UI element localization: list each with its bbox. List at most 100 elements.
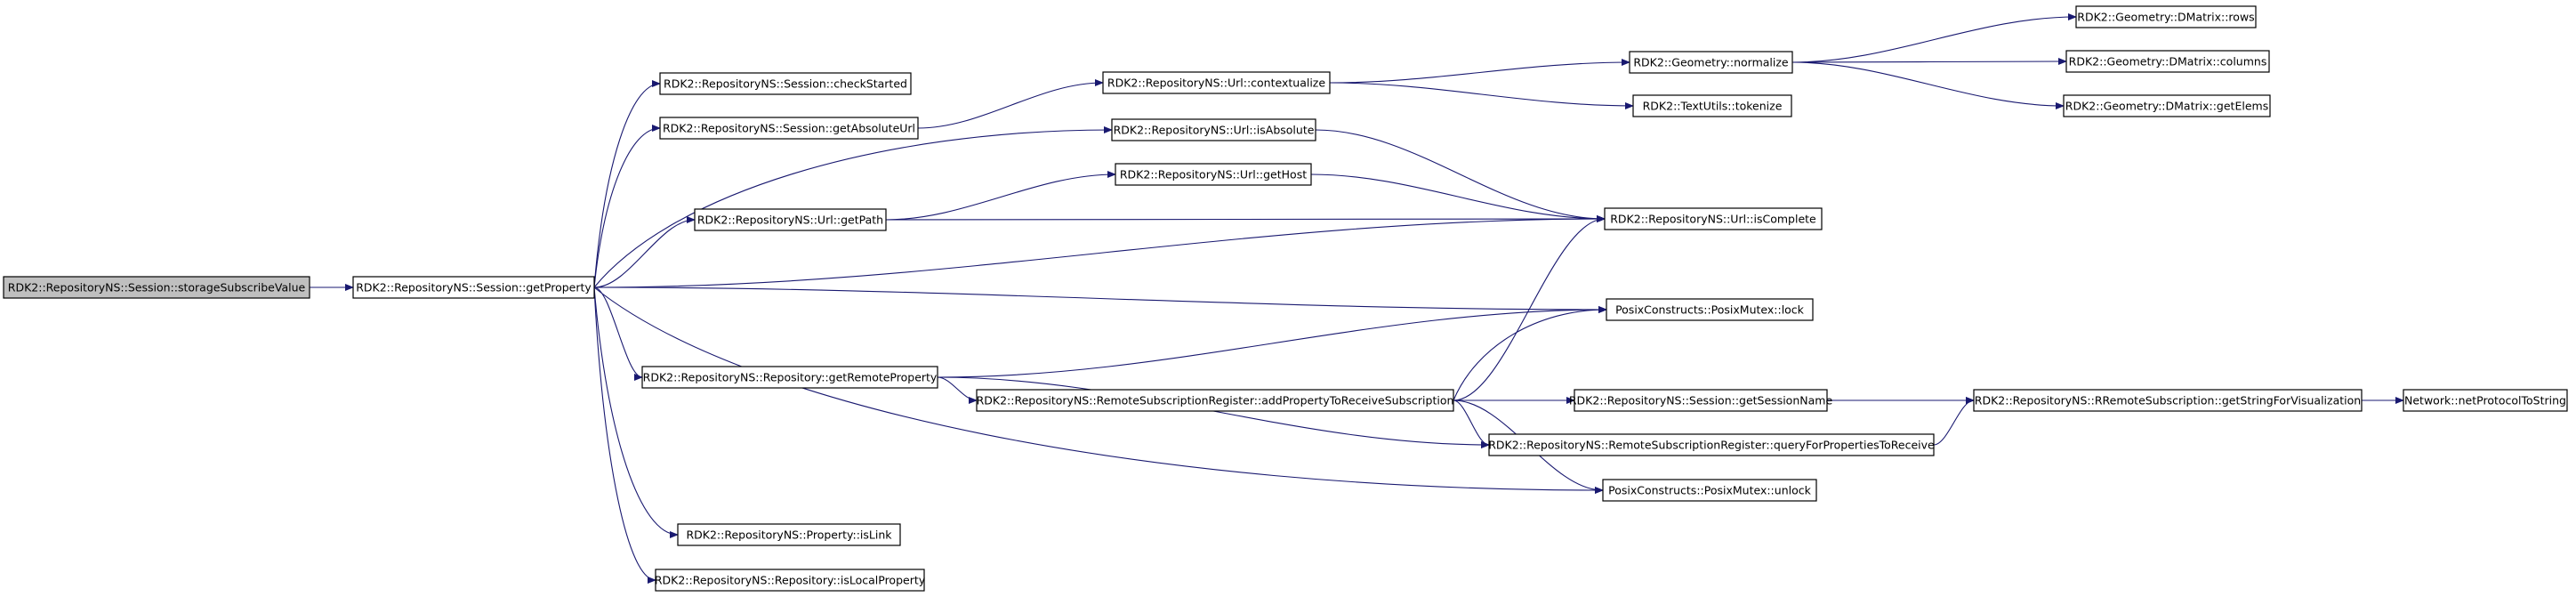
node-box xyxy=(1632,94,1792,117)
node-n4[interactable]: RDK2::RepositoryNS::Url::getPath xyxy=(694,208,887,231)
node-n6[interactable]: RDK2::RepositoryNS::Property::isLink xyxy=(677,523,901,546)
node-n2[interactable]: RDK2::RepositoryNS::Session::checkStarte… xyxy=(659,72,912,95)
node-box xyxy=(1574,389,1828,412)
node-label: RDK2::RepositoryNS::Session::getProperty xyxy=(356,281,592,294)
node-box xyxy=(352,276,595,299)
node-n7[interactable]: RDK2::RepositoryNS::Repository::isLocalP… xyxy=(655,569,926,592)
node-n17[interactable]: RDK2::RepositoryNS::RemoteSubscriptionRe… xyxy=(1488,433,1935,456)
edge-n1-to-n3 xyxy=(593,125,661,288)
edge-n3-to-n8 xyxy=(917,79,1104,129)
edge-n11-to-n14 xyxy=(1453,215,1606,401)
node-box xyxy=(3,276,310,299)
node-n9[interactable]: RDK2::RepositoryNS::Url::isAbsolute xyxy=(1111,118,1316,141)
node-n13[interactable]: RDK2::TextUtils::tokenize xyxy=(1632,94,1792,117)
node-label: RDK2::RepositoryNS::RRemoteSubscription:… xyxy=(1975,394,2361,407)
edge-n10-to-n14 xyxy=(1310,173,1606,222)
node-label: RDK2::RepositoryNS::RemoteSubscriptionRe… xyxy=(1488,439,1935,452)
node-n20[interactable]: RDK2::Geometry::DMatrix::columns xyxy=(2065,50,2270,73)
node-label: RDK2::RepositoryNS::Property::isLink xyxy=(686,528,892,542)
node-box xyxy=(1488,433,1935,456)
node-box xyxy=(659,117,919,140)
node-label: RDK2::RepositoryNS::Repository::isLocalP… xyxy=(655,574,926,587)
edge-n1-to-n4 xyxy=(593,216,696,288)
node-n19[interactable]: RDK2::Geometry::DMatrix::rows xyxy=(2075,5,2257,28)
node-n23[interactable]: Network::netProtocolToString xyxy=(2403,389,2568,412)
nodes-layer: RDK2::RepositoryNS::Session::storageSubs… xyxy=(3,5,2568,592)
edge-n1-to-n5 xyxy=(593,286,643,381)
node-label: PosixConstructs::PosixMutex::lock xyxy=(1615,303,1805,317)
node-label: RDK2::RepositoryNS::RemoteSubscriptionRe… xyxy=(977,394,1454,407)
edge-n4-to-n14 xyxy=(885,215,1606,223)
edges-layer xyxy=(310,13,2404,584)
edge-n4-to-n10 xyxy=(885,171,1116,221)
node-label: RDK2::RepositoryNS::Url::getPath xyxy=(697,214,883,227)
node-label: RDK2::TextUtils::tokenize xyxy=(1643,100,1783,113)
node-n10[interactable]: RDK2::RepositoryNS::Url::getHost xyxy=(1115,163,1312,186)
edge-n1-to-n2 xyxy=(593,80,661,288)
node-label: RDK2::RepositoryNS::Url::isComplete xyxy=(1610,213,1816,226)
node-n15[interactable]: PosixConstructs::PosixMutex::lock xyxy=(1606,298,1814,321)
node-label: RDK2::RepositoryNS::Session::getAbsolute… xyxy=(663,122,915,135)
node-n5[interactable]: RDK2::RepositoryNS::Repository::getRemot… xyxy=(641,366,938,389)
node-label: RDK2::RepositoryNS::Url::isAbsolute xyxy=(1114,124,1315,137)
node-box xyxy=(2065,50,2270,73)
node-box xyxy=(1973,389,2363,412)
node-box xyxy=(1102,71,1331,94)
edge-n1-to-n7 xyxy=(593,286,656,584)
node-label: RDK2::RepositoryNS::Session::storageSubs… xyxy=(8,281,306,294)
edge-n1-to-n9 xyxy=(593,126,1113,288)
node-n1[interactable]: RDK2::RepositoryNS::Session::getProperty xyxy=(352,276,595,299)
node-n14[interactable]: RDK2::RepositoryNS::Url::isComplete xyxy=(1604,207,1823,230)
node-n3[interactable]: RDK2::RepositoryNS::Session::getAbsolute… xyxy=(659,117,919,140)
edge-n5-to-n11 xyxy=(937,376,978,404)
node-box xyxy=(2403,389,2568,412)
node-box xyxy=(655,569,925,592)
node-n12[interactable]: RDK2::Geometry::normalize xyxy=(1629,51,1793,74)
node-label: RDK2::Geometry::DMatrix::rows xyxy=(2077,11,2254,24)
node-label: RDK2::Geometry::DMatrix::columns xyxy=(2069,55,2267,69)
edge-n11-to-n17 xyxy=(1453,399,1490,448)
node-box xyxy=(1606,298,1814,321)
node-n0[interactable]: RDK2::RepositoryNS::Session::storageSubs… xyxy=(3,276,310,299)
node-box xyxy=(677,523,901,546)
node-n18[interactable]: PosixConstructs::PosixMutex::unlock xyxy=(1602,479,1817,502)
node-label: Network::netProtocolToString xyxy=(2404,394,2566,407)
node-box xyxy=(976,389,1454,412)
node-box xyxy=(1111,118,1316,141)
edge-n5-to-n15 xyxy=(937,306,1607,378)
edge-n9-to-n14 xyxy=(1315,129,1606,222)
node-box xyxy=(1602,479,1817,502)
node-label: RDK2::RepositoryNS::Session::checkStarte… xyxy=(664,77,907,91)
node-label: RDK2::Geometry::normalize xyxy=(1633,56,1789,69)
edge-n1-to-n18 xyxy=(593,286,1604,494)
edge-n12-to-n21 xyxy=(1791,61,2065,109)
node-n16[interactable]: RDK2::RepositoryNS::Session::getSessionN… xyxy=(1569,389,1833,412)
node-n11[interactable]: RDK2::RepositoryNS::RemoteSubscriptionRe… xyxy=(976,389,1454,412)
edge-n8-to-n13 xyxy=(1329,82,1634,109)
node-box xyxy=(694,208,887,231)
edge-n8-to-n12 xyxy=(1329,59,1630,84)
node-n8[interactable]: RDK2::RepositoryNS::Url::contextualize xyxy=(1102,71,1331,94)
edge-n12-to-n20 xyxy=(1791,58,2067,66)
node-label: RDK2::RepositoryNS::Url::getHost xyxy=(1120,168,1307,182)
node-n21[interactable]: RDK2::Geometry::DMatrix::getElems xyxy=(2063,94,2271,117)
node-box xyxy=(641,366,938,389)
node-box xyxy=(1629,51,1793,74)
edge-n11-to-n15 xyxy=(1453,306,1607,401)
edge-n1-to-n6 xyxy=(593,286,679,538)
node-label: RDK2::RepositoryNS::Url::contextualize xyxy=(1107,77,1325,90)
node-label: RDK2::RepositoryNS::Session::getSessionN… xyxy=(1569,394,1833,407)
node-box xyxy=(2075,5,2257,28)
edge-n17-to-n22 xyxy=(1933,397,1975,446)
node-label: PosixConstructs::PosixMutex::unlock xyxy=(1608,484,1811,497)
node-box xyxy=(1604,207,1823,230)
node-n22[interactable]: RDK2::RepositoryNS::RRemoteSubscription:… xyxy=(1973,389,2363,412)
node-label: RDK2::Geometry::DMatrix::getElems xyxy=(2065,100,2268,113)
edge-n1-to-n14 xyxy=(593,215,1606,288)
edge-n1-to-n15 xyxy=(593,286,1607,313)
edge-n12-to-n19 xyxy=(1791,13,2077,63)
node-box xyxy=(659,72,912,95)
node-box xyxy=(1115,163,1312,186)
node-box xyxy=(2063,94,2271,117)
